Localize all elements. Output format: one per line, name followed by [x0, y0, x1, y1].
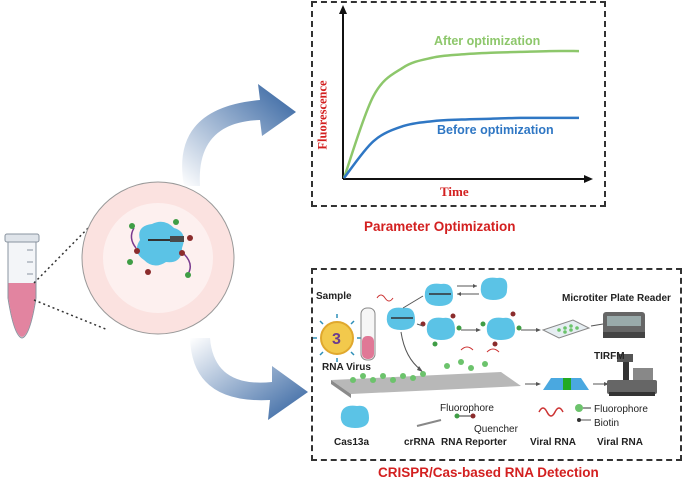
- parameter-optimization-title: Parameter Optimization: [364, 219, 516, 234]
- fluorophore-label: Fluorophore: [440, 403, 494, 414]
- arrow-to-optimization: [182, 84, 296, 186]
- rna-virus-label: RNA Virus: [322, 362, 371, 373]
- sample-label: Sample: [316, 291, 352, 302]
- fluorophore-biotin-legend-icon: [575, 404, 591, 422]
- rna-virus-icon: 3: [313, 314, 361, 362]
- tirfm-label: TIRFM: [594, 351, 625, 362]
- cas13a-complex-2: [424, 283, 453, 306]
- viral-rna2-label: Viral RNA: [597, 437, 643, 448]
- detection-panel: [311, 268, 682, 461]
- microtiter-label: Microtiter Plate Reader: [562, 293, 671, 304]
- optimization-panel: [311, 1, 606, 207]
- x-axis-label: Time: [440, 184, 469, 199]
- series-label-before: Before optimization: [437, 123, 554, 137]
- cas13a-icon-top: [480, 277, 508, 300]
- fluorophore2-label: Fluorophore: [594, 404, 648, 415]
- series-line-before: [343, 116, 579, 179]
- cas13a-complex-4: [480, 311, 522, 347]
- y-axis-arrow: [339, 5, 347, 14]
- svg-text:3: 3: [332, 331, 341, 348]
- x-axis-arrow: [584, 175, 593, 183]
- arrow-to-detection: [190, 338, 308, 420]
- series-line-after: [342, 49, 580, 179]
- crrna-legend-icon: [416, 419, 442, 427]
- flow-channel-icon: [543, 378, 589, 390]
- zoom-circle: [81, 181, 235, 335]
- microplate-icon: [541, 319, 591, 339]
- cas13a-complex-3: [420, 313, 462, 347]
- crrna-label: crRNA: [404, 437, 436, 448]
- tirf-surface-icon: [331, 346, 521, 398]
- viral-rna-legend-icon: [538, 407, 564, 417]
- biotin-label: Biotin: [594, 418, 620, 429]
- cas13a-complex-1: [386, 307, 415, 330]
- plate-reader-icon: [603, 312, 645, 338]
- series-label-after: After optimization: [434, 34, 541, 48]
- y-axis-label: Fluorescence: [315, 80, 330, 150]
- rna-reporter-legend-icon: [454, 413, 476, 419]
- fluorescence-chart: [339, 5, 593, 183]
- crispr-detection-title: CRISPR/Cas-based RNA Detection: [378, 465, 599, 480]
- tirf-microscope-icon: [607, 354, 657, 396]
- quencher-label: Quencher: [474, 424, 518, 435]
- detection-illustration: 3: [313, 277, 657, 428]
- cas13a-legend-icon: [340, 405, 369, 428]
- sample-small-tube-icon: [360, 294, 394, 361]
- viral-rna-label: Viral RNA: [530, 437, 576, 448]
- rna-reporter-label: RNA Reporter: [441, 437, 507, 448]
- cas13a-label: Cas13a: [334, 437, 370, 448]
- sample-tube: [4, 233, 40, 339]
